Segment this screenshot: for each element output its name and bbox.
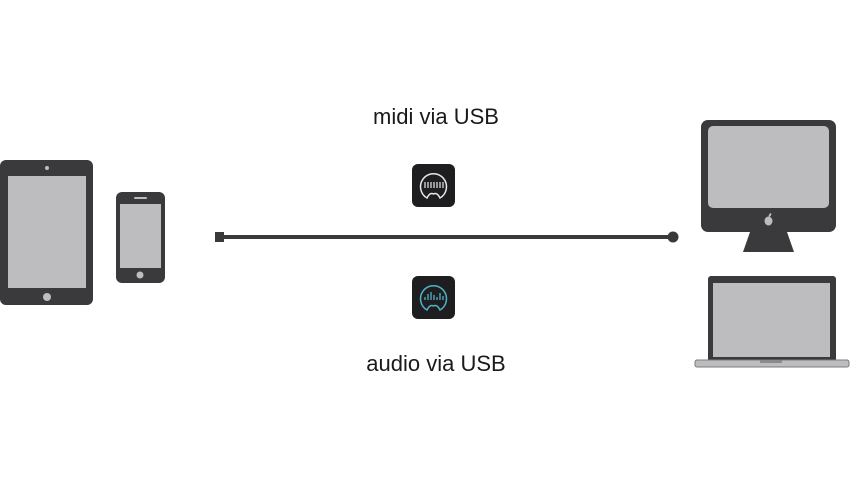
audio-via-usb-label: audio via USB	[366, 351, 506, 376]
imac-icon	[701, 120, 836, 252]
midi-via-usb-label: midi via USB	[373, 104, 499, 129]
macbook-icon	[694, 276, 850, 368]
audio-app-icon	[412, 276, 455, 319]
midi-app-icon	[412, 164, 455, 207]
usb-cable	[215, 231, 679, 243]
apple-logo-icon	[764, 213, 773, 226]
iphone-icon	[116, 192, 165, 283]
ipad-icon	[0, 160, 93, 305]
